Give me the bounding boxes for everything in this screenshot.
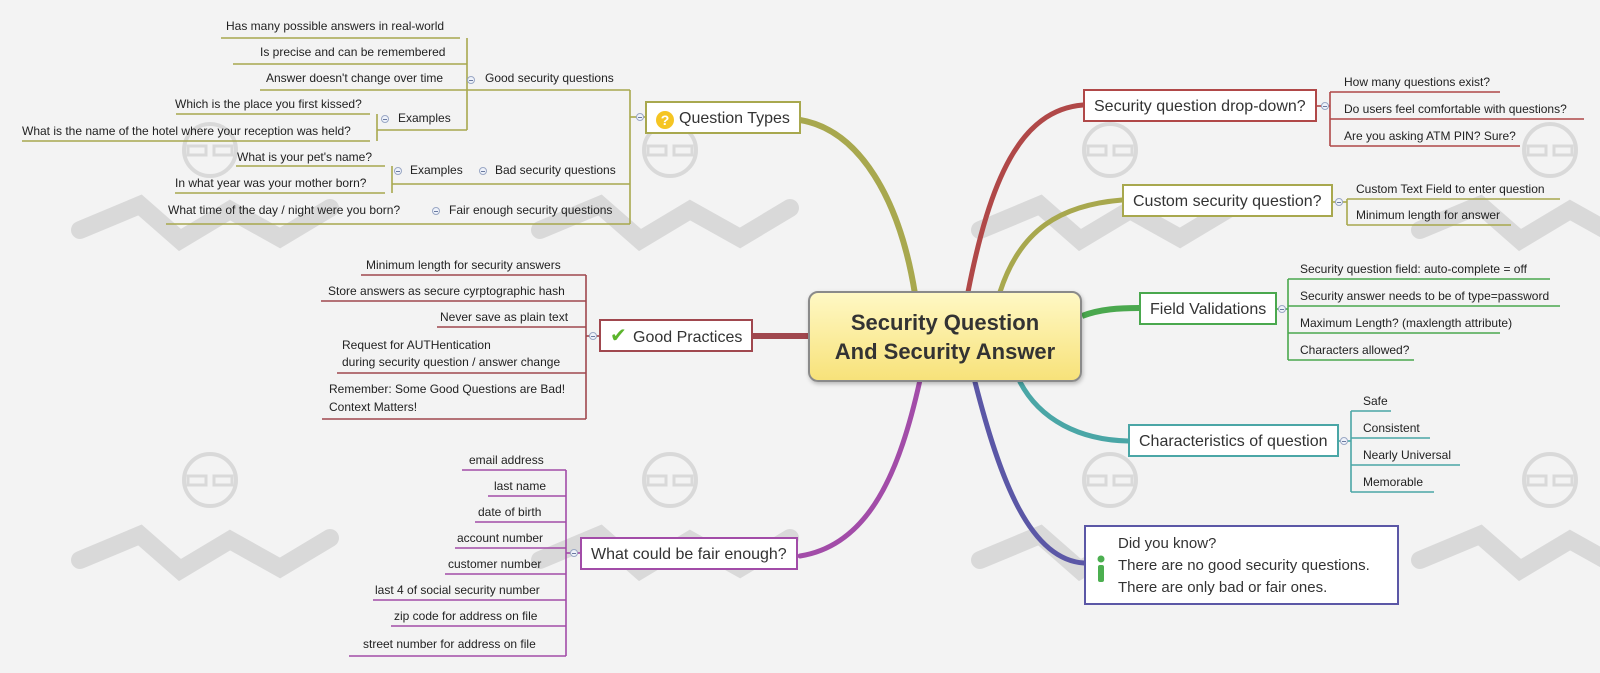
collapse-toggle-dropdown[interactable]: [1321, 102, 1329, 110]
fair-item-4: account number: [457, 531, 544, 545]
topic-custom-label: Custom security question?: [1133, 193, 1322, 210]
checkmark-icon: ✔: [610, 325, 627, 347]
fair-item-7: zip code for address on file: [394, 609, 538, 623]
practice-auth-line1: Request for AUTHentication: [342, 338, 491, 352]
collapse-toggle-good-examples[interactable]: [381, 115, 389, 123]
good-item-2: Is precise and can be remembered: [260, 45, 446, 59]
good-item-3: Answer doesn't change over time: [266, 71, 444, 85]
fair-example: What time of the day / night were you bo…: [168, 203, 401, 217]
did-you-know-line3: There are only bad or fair ones.: [1118, 579, 1328, 596]
topic-custom[interactable]: Custom security question?: [1122, 184, 1333, 217]
collapse-toggle-characteristics[interactable]: [1340, 437, 1348, 445]
fair-item-8: street number for address on file: [363, 637, 536, 651]
topic-characteristics[interactable]: Characteristics of question: [1128, 424, 1339, 457]
central-topic-line1: Security Question: [850, 309, 1040, 335]
fair-item-2: last name: [494, 479, 547, 493]
fair-item-3: date of birth: [478, 505, 542, 519]
custom-item-2: Minimum length for answer: [1356, 208, 1501, 222]
collapse-toggle-good-practices[interactable]: [589, 332, 597, 340]
good-example-1: Which is the place you first kissed?: [175, 97, 362, 111]
characteristic-item-3: Nearly Universal: [1363, 448, 1452, 462]
topic-question-types-label: Question Types: [679, 110, 790, 127]
collapse-toggle-fair-enough[interactable]: [570, 549, 578, 557]
collapse-toggle-bad[interactable]: [479, 167, 487, 175]
central-topic-line2: And Security Answer: [834, 338, 1056, 364]
did-you-know-note[interactable]: Did you know? There are no good security…: [1084, 525, 1399, 605]
validation-item-4: Characters allowed?: [1300, 343, 1410, 357]
collapse-toggle-question-types[interactable]: [636, 113, 644, 121]
good-security-questions-label: Good security questions: [485, 71, 614, 85]
dropdown-item-1: How many questions exist?: [1344, 75, 1491, 89]
practice-remember-line1: Remember: Some Good Questions are Bad!: [329, 382, 566, 396]
bad-examples-label: Examples: [410, 163, 463, 177]
collapse-toggle-fair[interactable]: [432, 207, 440, 215]
collapse-toggle-validations[interactable]: [1278, 305, 1286, 313]
collapse-toggle-bad-examples[interactable]: [394, 167, 402, 175]
practice-remember-line2: Context Matters!: [329, 400, 418, 414]
topic-question-types[interactable]: ? Question Types: [645, 101, 801, 134]
practice-2: Store answers as secure cyrptographic ha…: [328, 284, 565, 298]
custom-item-1: Custom Text Field to enter question: [1356, 182, 1545, 196]
did-you-know-line1: Did you know?: [1118, 535, 1217, 552]
practice-3: Never save as plain text: [440, 310, 569, 324]
topic-good-practices-label: Good Practices: [633, 329, 743, 346]
characteristic-item-2: Consistent: [1363, 421, 1420, 435]
validation-item-3: Maximum Length? (maxlength attribute): [1300, 316, 1513, 330]
good-examples-label: Examples: [398, 111, 451, 125]
bad-example-2: In what year was your mother born?: [175, 176, 367, 190]
topic-good-practices[interactable]: ✔ Good Practices: [599, 319, 754, 352]
collapse-toggle-custom[interactable]: [1335, 198, 1343, 206]
characteristic-item-1: Safe: [1363, 394, 1388, 408]
topic-validations-label: Field Validations: [1150, 301, 1267, 318]
topic-dropdown[interactable]: Security question drop-down?: [1083, 89, 1317, 122]
good-example-2: What is the name of the hotel where your…: [22, 124, 351, 138]
fair-item-1: email address: [469, 453, 544, 467]
topic-fair-enough-label: What could be fair enough?: [591, 546, 787, 563]
did-you-know-line2: There are no good security questions.: [1118, 557, 1370, 574]
practice-auth-line2: during security question / answer change: [342, 355, 561, 369]
central-topic[interactable]: Security Question And Security Answer: [808, 291, 1082, 382]
topic-characteristics-label: Characteristics of question: [1139, 433, 1328, 450]
question-mark-icon: ?: [656, 111, 674, 129]
fair-item-6: last 4 of social security number: [375, 583, 540, 597]
topic-dropdown-label: Security question drop-down?: [1094, 98, 1306, 115]
validation-item-2: Security answer needs to be of type=pass…: [1300, 289, 1550, 303]
characteristic-item-4: Memorable: [1363, 475, 1424, 489]
practice-1: Minimum length for security answers: [366, 258, 561, 272]
fair-item-5: customer number: [448, 557, 542, 571]
validation-item-1: Security question field: auto-complete =…: [1300, 262, 1527, 276]
bad-security-questions-label: Bad security questions: [495, 163, 616, 177]
bad-example-1: What is your pet's name?: [237, 150, 373, 164]
dropdown-item-2: Do users feel comfortable with questions…: [1344, 102, 1567, 116]
good-item-1: Has many possible answers in real-world: [226, 19, 445, 33]
topic-validations[interactable]: Field Validations: [1139, 292, 1278, 325]
topic-fair-enough[interactable]: What could be fair enough?: [580, 537, 798, 570]
collapse-toggle-good[interactable]: [467, 76, 475, 84]
info-icon: [1097, 555, 1105, 582]
dropdown-item-3: Are you asking ATM PIN? Sure?: [1344, 129, 1516, 143]
fair-security-questions-label: Fair enough security questions: [449, 203, 613, 217]
